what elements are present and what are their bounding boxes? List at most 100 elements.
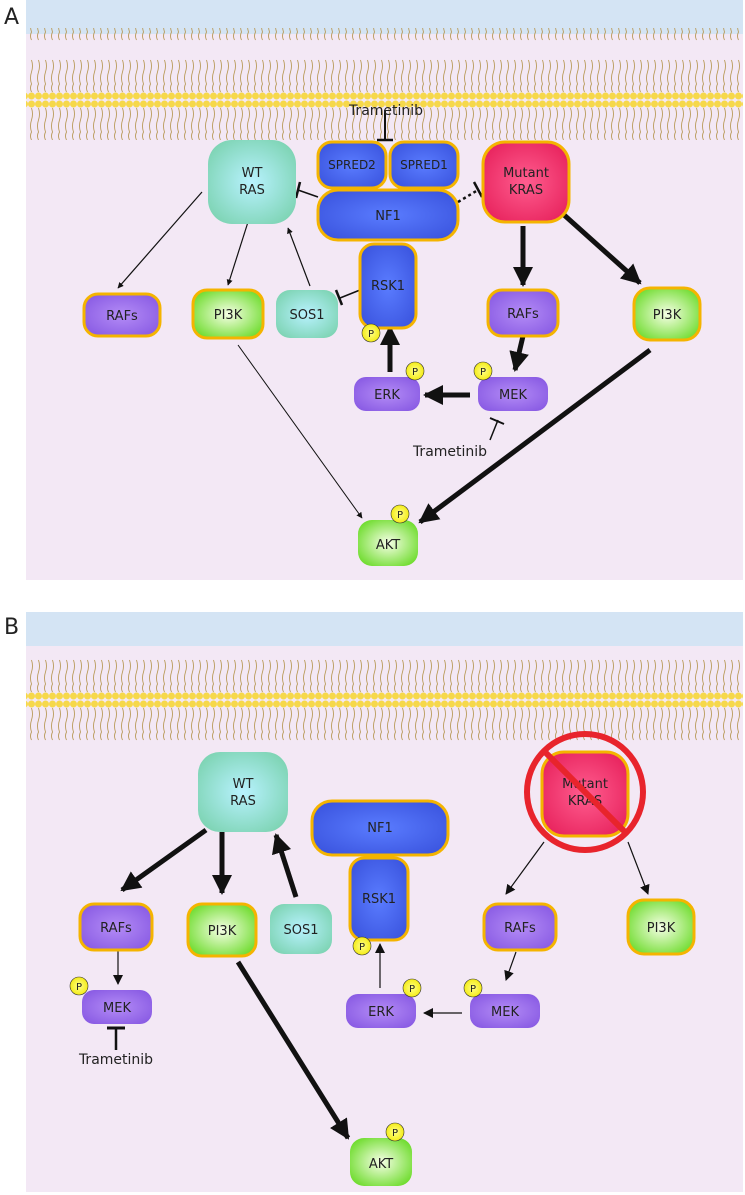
edge-pi3k-right-akt — [418, 347, 652, 525]
mek-left-b: MEK — [82, 990, 152, 1024]
svg-text:SPRED2: SPRED2 — [328, 158, 376, 172]
svg-text:RAFs: RAFs — [504, 921, 536, 936]
akt-a: AKT — [358, 520, 418, 566]
edge-pi3k-akt-b — [235, 960, 351, 1140]
svg-text:PI3K: PI3K — [214, 308, 243, 323]
svg-text:KRAS: KRAS — [509, 183, 543, 198]
svg-text:SOS1: SOS1 — [283, 923, 318, 938]
erk-a: ERK — [354, 377, 420, 411]
sos1-b: SOS1 — [270, 904, 332, 954]
svg-text:PI3K: PI3K — [653, 308, 682, 323]
svg-text:P: P — [409, 984, 415, 995]
pi3k-right-a: PI3K — [632, 286, 702, 342]
spred1-a: SPRED1 — [388, 140, 460, 190]
rafs-right-a: RAFs — [486, 288, 560, 338]
membrane-b — [26, 642, 743, 754]
mutant-kras-b: Mutant KRAS — [524, 731, 646, 853]
inhibit-nf1-kras — [457, 188, 479, 204]
panel-letter-b: B — [4, 615, 19, 640]
rsk1-a: RSK1 — [358, 242, 418, 330]
sos1-a: SOS1 — [276, 290, 338, 338]
svg-text:MEK: MEK — [499, 388, 527, 403]
p-badge-akt-b: P — [385, 1122, 405, 1142]
nf1-a: NF1 — [316, 188, 460, 242]
edge-kras-pi3k-b — [627, 841, 650, 895]
svg-text:P: P — [392, 1128, 398, 1139]
svg-text:P: P — [359, 942, 365, 953]
edge-ras-rafs — [117, 191, 203, 289]
rafs-left-b: RAFs — [78, 902, 154, 952]
rsk1-b: RSK1 — [348, 856, 410, 942]
svg-text:MEK: MEK — [103, 1001, 131, 1016]
p-badge-akt: P — [390, 504, 410, 524]
edge-kras-pi3k — [561, 212, 642, 285]
p-badge-erk-b: P — [402, 978, 422, 998]
spred2-a: SPRED2 — [316, 140, 388, 190]
edge-ras-pi3k — [226, 221, 249, 286]
svg-text:ERK: ERK — [374, 388, 400, 403]
trametinib-label-mek: Trametinib — [412, 444, 487, 460]
svg-text:ERK: ERK — [368, 1005, 394, 1020]
panel-letter-a: A — [4, 5, 19, 30]
pi3k-left-b: PI3K — [186, 902, 258, 958]
svg-text:AKT: AKT — [376, 538, 400, 553]
rafs-left-a: RAFs — [82, 292, 162, 338]
svg-text:RSK1: RSK1 — [371, 279, 405, 294]
svg-text:PI3K: PI3K — [208, 924, 237, 939]
phospho-badges-a: P P P P — [361, 323, 493, 524]
extracellular-b — [26, 612, 743, 646]
edge-rafs-mek — [509, 335, 529, 372]
svg-text:P: P — [412, 367, 418, 378]
p-badge-mek-left-b: P — [69, 976, 89, 996]
svg-text:RAS: RAS — [239, 183, 265, 198]
wt-ras-a: WT RAS — [208, 140, 296, 224]
inhibit-rsk1-sos1 — [339, 289, 361, 299]
phospho-badges-b: P P P P P — [69, 936, 483, 1142]
panel-b: B WT RAS NF1 RSK1 — [4, 612, 743, 1192]
edge-sos1-ras-b — [272, 833, 299, 898]
panel-a: A WT — [4, 0, 743, 580]
pi3k-right-b: PI3K — [626, 898, 696, 956]
akt-b: AKT — [350, 1138, 412, 1186]
svg-text:P: P — [368, 329, 374, 340]
svg-text:RAS: RAS — [230, 794, 256, 809]
p-badge-mek: P — [473, 361, 493, 381]
svg-text:P: P — [397, 510, 403, 521]
inhibit-trametinib-mek — [489, 419, 499, 441]
edges-b — [107, 827, 650, 1140]
inhibited-symbol — [524, 731, 646, 853]
p-badge-rsk1-b: P — [352, 936, 372, 956]
svg-text:RAFs: RAFs — [106, 309, 138, 324]
p-badge-erk: P — [405, 361, 425, 381]
trametinib-label-b: Trametinib — [78, 1052, 153, 1068]
svg-text:PI3K: PI3K — [647, 921, 676, 936]
inhibit-nf1-ras — [297, 189, 319, 198]
pi3k-left-a: PI3K — [191, 288, 265, 340]
edge-sos1-ras — [287, 227, 311, 287]
svg-text:P: P — [480, 367, 486, 378]
p-badge-mek-right-b: P — [463, 978, 483, 998]
svg-text:P: P — [76, 982, 82, 993]
svg-text:AKT: AKT — [369, 1157, 393, 1172]
nf1-b: NF1 — [310, 799, 450, 857]
svg-text:NF1: NF1 — [367, 821, 392, 836]
svg-text:RAFs: RAFs — [100, 921, 132, 936]
svg-text:WT: WT — [233, 777, 254, 792]
edge-rafs-mek-right-b — [504, 951, 517, 981]
mutant-kras-a: Mutant KRAS — [481, 140, 571, 224]
edges-a — [117, 110, 652, 525]
edge-pi3k-akt — [237, 344, 363, 519]
erk-b: ERK — [346, 994, 416, 1028]
svg-text:MEK: MEK — [491, 1005, 519, 1020]
svg-text:P: P — [470, 984, 476, 995]
svg-text:RAFs: RAFs — [507, 307, 539, 322]
mek-right-b: MEK — [470, 994, 540, 1028]
svg-text:SPRED1: SPRED1 — [400, 158, 448, 172]
wt-ras-b: WT RAS — [198, 752, 288, 832]
edge-kras-rafs-b — [505, 841, 545, 895]
rafs-right-b: RAFs — [482, 902, 558, 952]
mek-a: MEK — [478, 377, 548, 411]
edge-ras-rafs-b — [120, 827, 208, 893]
svg-text:SOS1: SOS1 — [289, 308, 324, 323]
